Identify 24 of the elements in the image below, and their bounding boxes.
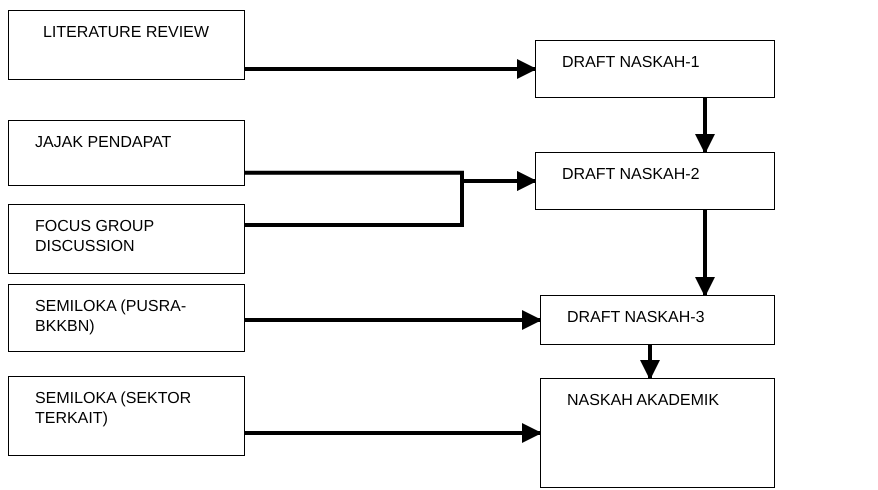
process-box bbox=[8, 376, 245, 456]
arrow bbox=[245, 423, 542, 443]
process-box bbox=[8, 204, 245, 274]
arrow bbox=[695, 210, 715, 297]
arrow bbox=[245, 310, 542, 330]
box-text: DRAFT NASKAH-3 bbox=[567, 308, 706, 328]
process-box bbox=[540, 378, 775, 488]
process-box bbox=[535, 40, 775, 98]
box-text: JAJAK PENDAPAT bbox=[35, 133, 172, 153]
box-text: DRAFT NASKAH-2 bbox=[562, 165, 701, 185]
process-box bbox=[535, 152, 775, 210]
box-text: LITERATURE REVIEW bbox=[43, 23, 210, 43]
box-text: NASKAH AKADEMIK bbox=[567, 391, 720, 411]
box-text: DRAFT NASKAH-1 bbox=[562, 53, 701, 73]
process-box bbox=[8, 284, 245, 352]
process-box bbox=[8, 10, 245, 80]
process-box bbox=[540, 295, 775, 345]
arrow bbox=[245, 59, 537, 79]
arrow bbox=[695, 98, 715, 154]
box-text: FOCUS GROUP DISCUSSION bbox=[35, 217, 155, 257]
arrow bbox=[640, 345, 660, 380]
process-box bbox=[8, 120, 245, 186]
box-text: SEMILOKA (SEKTOR TERKAIT) bbox=[35, 389, 192, 429]
box-text: SEMILOKA (PUSRA-BKKBN) bbox=[35, 297, 188, 337]
